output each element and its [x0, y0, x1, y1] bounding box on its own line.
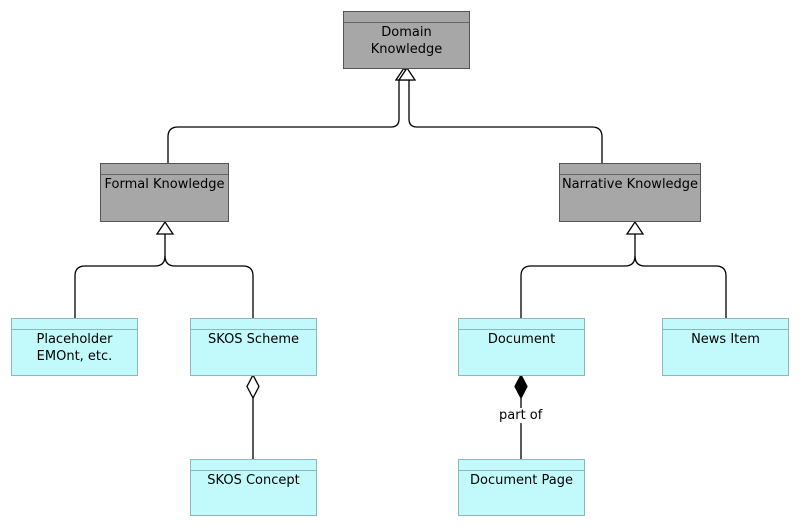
class-label: Narrative Knowledge — [561, 177, 699, 192]
class-divider — [663, 329, 788, 330]
class-document[interactable]: Document — [458, 318, 585, 376]
class-divider — [459, 470, 584, 471]
generalization-arrowhead — [397, 66, 417, 81]
class-divider — [560, 174, 700, 175]
class-label: SKOS Concept — [207, 473, 300, 488]
class-skos-concept[interactable]: SKOS Concept — [190, 459, 317, 516]
class-divider — [191, 329, 316, 330]
class-label: Domain Knowledge — [370, 25, 443, 57]
edge-news-item-to-narrative — [634, 255, 727, 318]
composition-diamond — [514, 373, 528, 400]
generalization-arrowhead — [625, 220, 645, 235]
class-divider — [101, 174, 228, 175]
class-label: Document Page — [470, 473, 573, 488]
generalization-arrowhead — [155, 220, 175, 235]
edge-label-part-of: part of — [497, 408, 545, 423]
class-divider — [459, 329, 584, 330]
class-placeholder[interactable]: Placeholder EMOnt, etc. — [11, 318, 138, 376]
class-label: SKOS Scheme — [208, 332, 299, 347]
edge-formal-to-domain — [167, 80, 400, 163]
class-formal-knowledge[interactable]: Formal Knowledge — [100, 163, 229, 222]
class-label: News Item — [691, 332, 760, 347]
class-label: Formal Knowledge — [104, 177, 225, 192]
class-divider — [344, 22, 469, 23]
class-divider — [191, 470, 316, 471]
edge-skos-scheme-to-formal — [164, 255, 254, 318]
edge-placeholder-to-formal — [74, 234, 166, 318]
aggregation-diamond — [246, 373, 260, 400]
class-news-item[interactable]: News Item — [662, 318, 789, 376]
edge-document-to-narrative — [520, 234, 636, 318]
class-document-page[interactable]: Document Page — [458, 459, 585, 516]
class-skos-scheme[interactable]: SKOS Scheme — [190, 318, 317, 376]
class-label: Document — [487, 332, 556, 347]
class-label: Placeholder EMOnt, etc. — [36, 332, 113, 364]
class-domain-knowledge[interactable]: Domain Knowledge — [343, 11, 470, 69]
edge-narrative-to-domain — [408, 80, 603, 163]
class-divider — [12, 329, 137, 330]
class-narrative-knowledge[interactable]: Narrative Knowledge — [559, 163, 701, 222]
